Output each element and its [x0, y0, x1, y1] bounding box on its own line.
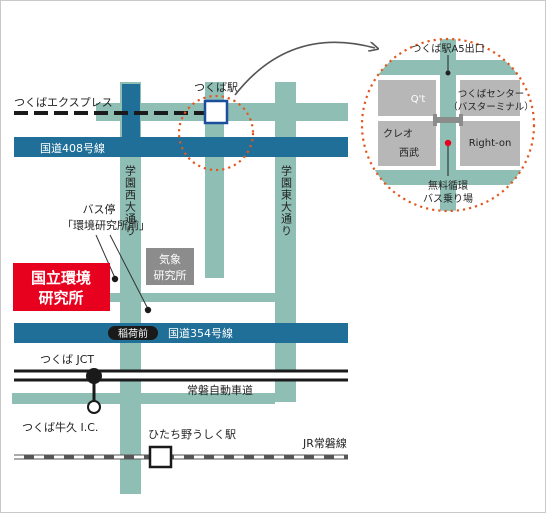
inarimae-label: 稲荷前 [118, 327, 148, 340]
bridge-post-left [433, 114, 437, 126]
free-bus-label-2: バス乗り場 [423, 192, 473, 205]
gakuen-higashi-road [275, 82, 296, 402]
route-408-label: 国道408号線 [40, 141, 105, 155]
bus-stop-leader-1 [95, 234, 116, 279]
route-354-label: 国道354号線 [168, 326, 233, 340]
jr-joban-label: JR常磐線 [302, 436, 347, 450]
free-bus-stop-dot [444, 139, 452, 147]
institute-side-road [110, 293, 275, 302]
station-inset: つくば駅A5出口 Q't つくばセンター （バスターミナル） クレオ 西武 Ri… [360, 37, 536, 213]
free-bus-label-1: 無料循環 [428, 179, 468, 192]
weather-label-1: 気象 [159, 252, 181, 266]
righton-building [460, 121, 520, 166]
tsukuba-ushiku-ic-label: つくば牛久 I.C. [22, 420, 98, 434]
bus-terminal-building [460, 80, 520, 116]
route-408-connector [122, 84, 140, 157]
creo-building [378, 121, 436, 166]
tsukuba-jct-marker [86, 368, 102, 384]
weather-label-2: 研究所 [154, 268, 187, 282]
road-network [12, 82, 348, 494]
center-label-2: （バスターミナル） [448, 101, 534, 113]
hitachino-station [148, 445, 173, 469]
gakuen-higashi-label: 学園東大通り [280, 164, 293, 237]
righton-label: Right-on [469, 138, 512, 149]
tsukuba-jct-label: つくば JCT [40, 353, 94, 366]
inset-south-road [362, 170, 534, 185]
institute-box [13, 263, 110, 311]
ic-road [12, 393, 275, 404]
center-label-1: つくばセンター [458, 89, 525, 100]
exit-a5-dot [445, 70, 451, 76]
institute-label-1: 国立環境 [31, 269, 91, 287]
pedestrian-bridge [436, 117, 460, 123]
exit-a5-label: つくば駅A5出口 [411, 42, 484, 55]
tsukuba-ic-marker [87, 400, 101, 414]
bridge-post-right [459, 114, 463, 126]
tsukuba-station-label: つくば駅 [194, 81, 238, 94]
creo-label: クレオ [383, 128, 413, 140]
inarimae-badge [108, 326, 158, 340]
bus-stop-dot-north [111, 275, 119, 283]
gakuen-nishi-label: 学園西大通り [124, 164, 137, 237]
bus-stop-label-1: バス停 [83, 202, 116, 216]
joban-expressway-label: 常磐自動車道 [187, 383, 253, 397]
joban-expressway-bg [14, 371, 348, 380]
inset-border [360, 37, 536, 213]
route-354 [14, 323, 348, 343]
bus-stop-dot-south [144, 306, 152, 314]
tsukuba-station [203, 99, 229, 125]
bus-stop-label-2: 「環境研究所前」 [62, 218, 150, 232]
route-408 [14, 137, 348, 157]
tsukuba-express-label: つくばエクスプレス [14, 96, 113, 109]
qt-label: Q't [411, 94, 426, 105]
gakuen-nishi-road [120, 82, 141, 494]
station-north-road [205, 82, 224, 278]
zoom-arrow [234, 41, 375, 96]
qt-building [378, 80, 436, 116]
inset-vertical-road [440, 39, 456, 211]
weather-institute-box [146, 248, 194, 285]
hitachino-station-label: ひたち野うしく駅 [148, 428, 236, 441]
institute-label-2: 研究所 [38, 289, 83, 307]
station-highlight-circle [177, 94, 255, 172]
bus-stop-leader-2 [109, 234, 149, 310]
seibu-label: 西武 [399, 146, 419, 159]
